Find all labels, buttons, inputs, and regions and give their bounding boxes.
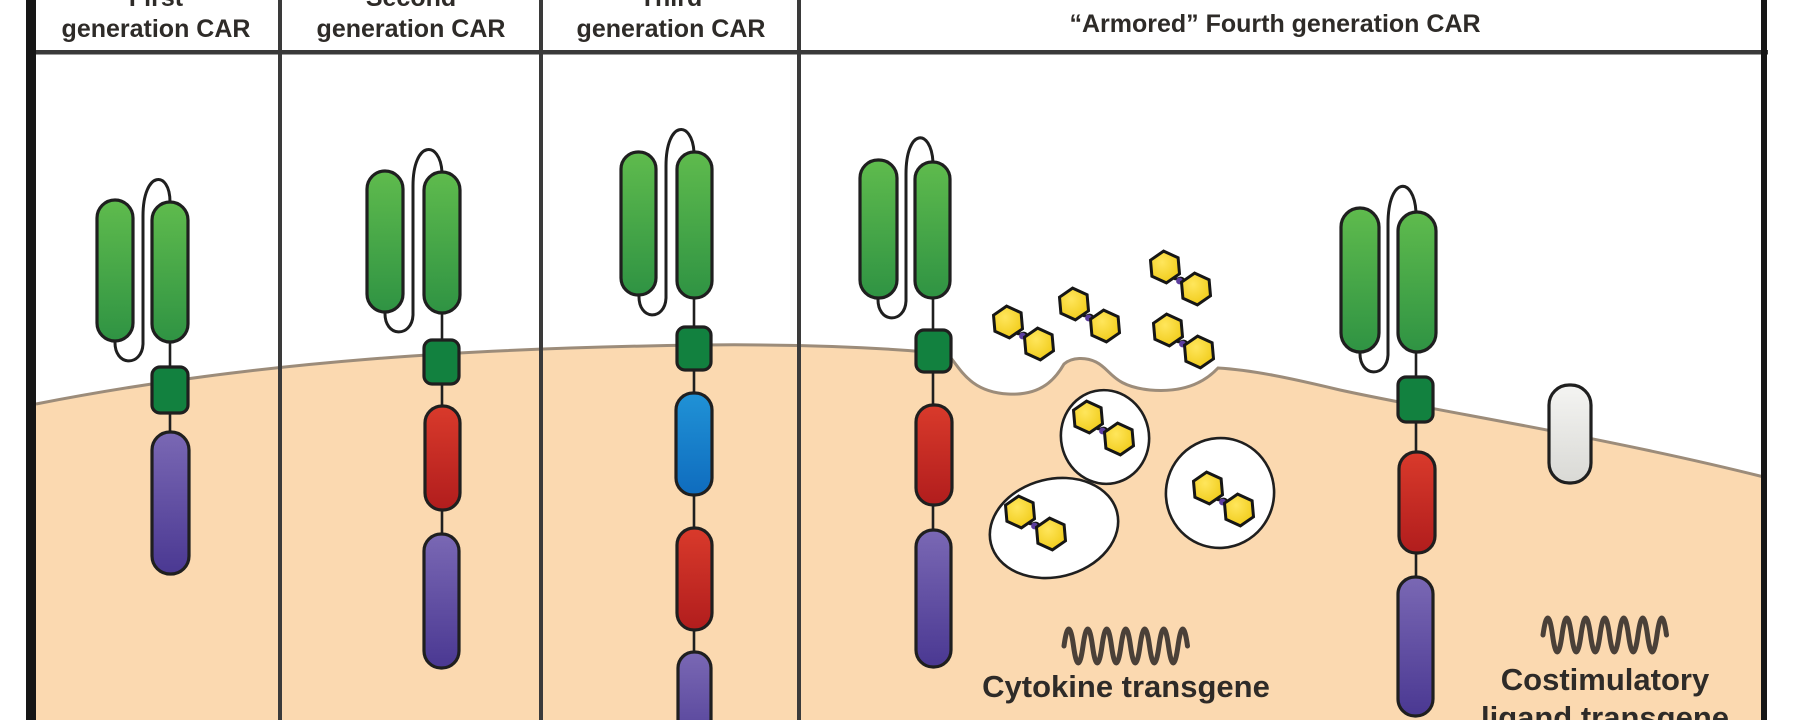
- panel4-header: “Armored” Fourth generation CAR: [1069, 10, 1480, 38]
- signaling-domain-purple: [676, 650, 713, 720]
- costimulatory-ligand-label-line2: ligand transgene: [1481, 700, 1729, 720]
- scfv-linker-loop: [383, 148, 444, 334]
- transmembrane-domain: [1396, 375, 1435, 424]
- car-first-generation: [95, 178, 191, 576]
- scfv-linker-loop: [876, 136, 935, 320]
- costimulatory-domain-blue: [674, 391, 714, 497]
- panel2-header-line2: generation CAR: [317, 15, 506, 43]
- cell-membrane: [35, 343, 1765, 479]
- header-row: First generation CAR Second generation C…: [62, 0, 1481, 43]
- scfv-domain-left: [1339, 206, 1381, 354]
- secretory-vesicles: [988, 388, 1276, 580]
- scfv-domain-right: [422, 170, 462, 315]
- costimulatory-ligand-label-line1: Costimulatory: [1501, 662, 1710, 697]
- scfv-domain-right: [1396, 210, 1438, 354]
- costimulatory-domain-red: [675, 526, 714, 632]
- cytokine-transgene-squiggle-icon: [1061, 626, 1190, 666]
- transmembrane-domain: [914, 328, 953, 374]
- scfv-linker-loop: [1358, 184, 1418, 374]
- costimulatory-ligand-transgene-squiggle-icon: [1540, 615, 1669, 655]
- car-second-generation: [365, 148, 462, 670]
- cytokine-transgene-label: Cytokine transgene: [982, 669, 1270, 704]
- costimulatory-domain-red: [1397, 450, 1437, 555]
- scfv-domain-left: [619, 150, 658, 297]
- cell-interior: [36, 344, 1764, 720]
- panel-border-1-2: [278, 0, 282, 720]
- panel-border-2-3: [539, 0, 543, 720]
- scfv-domain-right: [913, 160, 952, 300]
- figure-left-border: [26, 0, 36, 720]
- panel1-header-line2: generation CAR: [62, 15, 251, 43]
- scfv-linker-loop: [113, 178, 172, 363]
- panel2-header-line1: Second: [366, 0, 456, 12]
- signaling-domain-purple: [1396, 575, 1435, 718]
- costimulatory-domain-red: [423, 404, 462, 512]
- transmembrane-domain: [422, 338, 461, 386]
- figure-right-border: [1761, 0, 1767, 720]
- signaling-domain-purple: [150, 430, 191, 576]
- header-separator-line: [26, 50, 1768, 55]
- scfv-domain-left: [858, 158, 899, 300]
- panel3-header-line1: Third: [640, 0, 703, 12]
- car-fourth-generation-right: [1339, 184, 1438, 718]
- scfv-domain-right: [675, 150, 714, 300]
- scfv-linker-loop: [637, 128, 696, 317]
- car-third-generation: [619, 128, 714, 720]
- panel1-header-line1: First: [129, 0, 184, 12]
- scfv-domain-left: [95, 198, 135, 343]
- costimulatory-domain-red: [914, 403, 954, 507]
- signaling-domain-purple: [914, 528, 953, 669]
- panel-border-3-4: [797, 0, 801, 720]
- costimulatory-ligand-capsule: [1547, 383, 1593, 485]
- panel3-header-line2: generation CAR: [577, 15, 766, 43]
- transmembrane-domain: [150, 365, 190, 415]
- signaling-domain-purple: [422, 532, 461, 670]
- car-fourth-generation: [858, 136, 954, 669]
- scfv-domain-right: [150, 200, 190, 344]
- scfv-domain-left: [365, 169, 405, 314]
- transmembrane-domain: [675, 325, 713, 372]
